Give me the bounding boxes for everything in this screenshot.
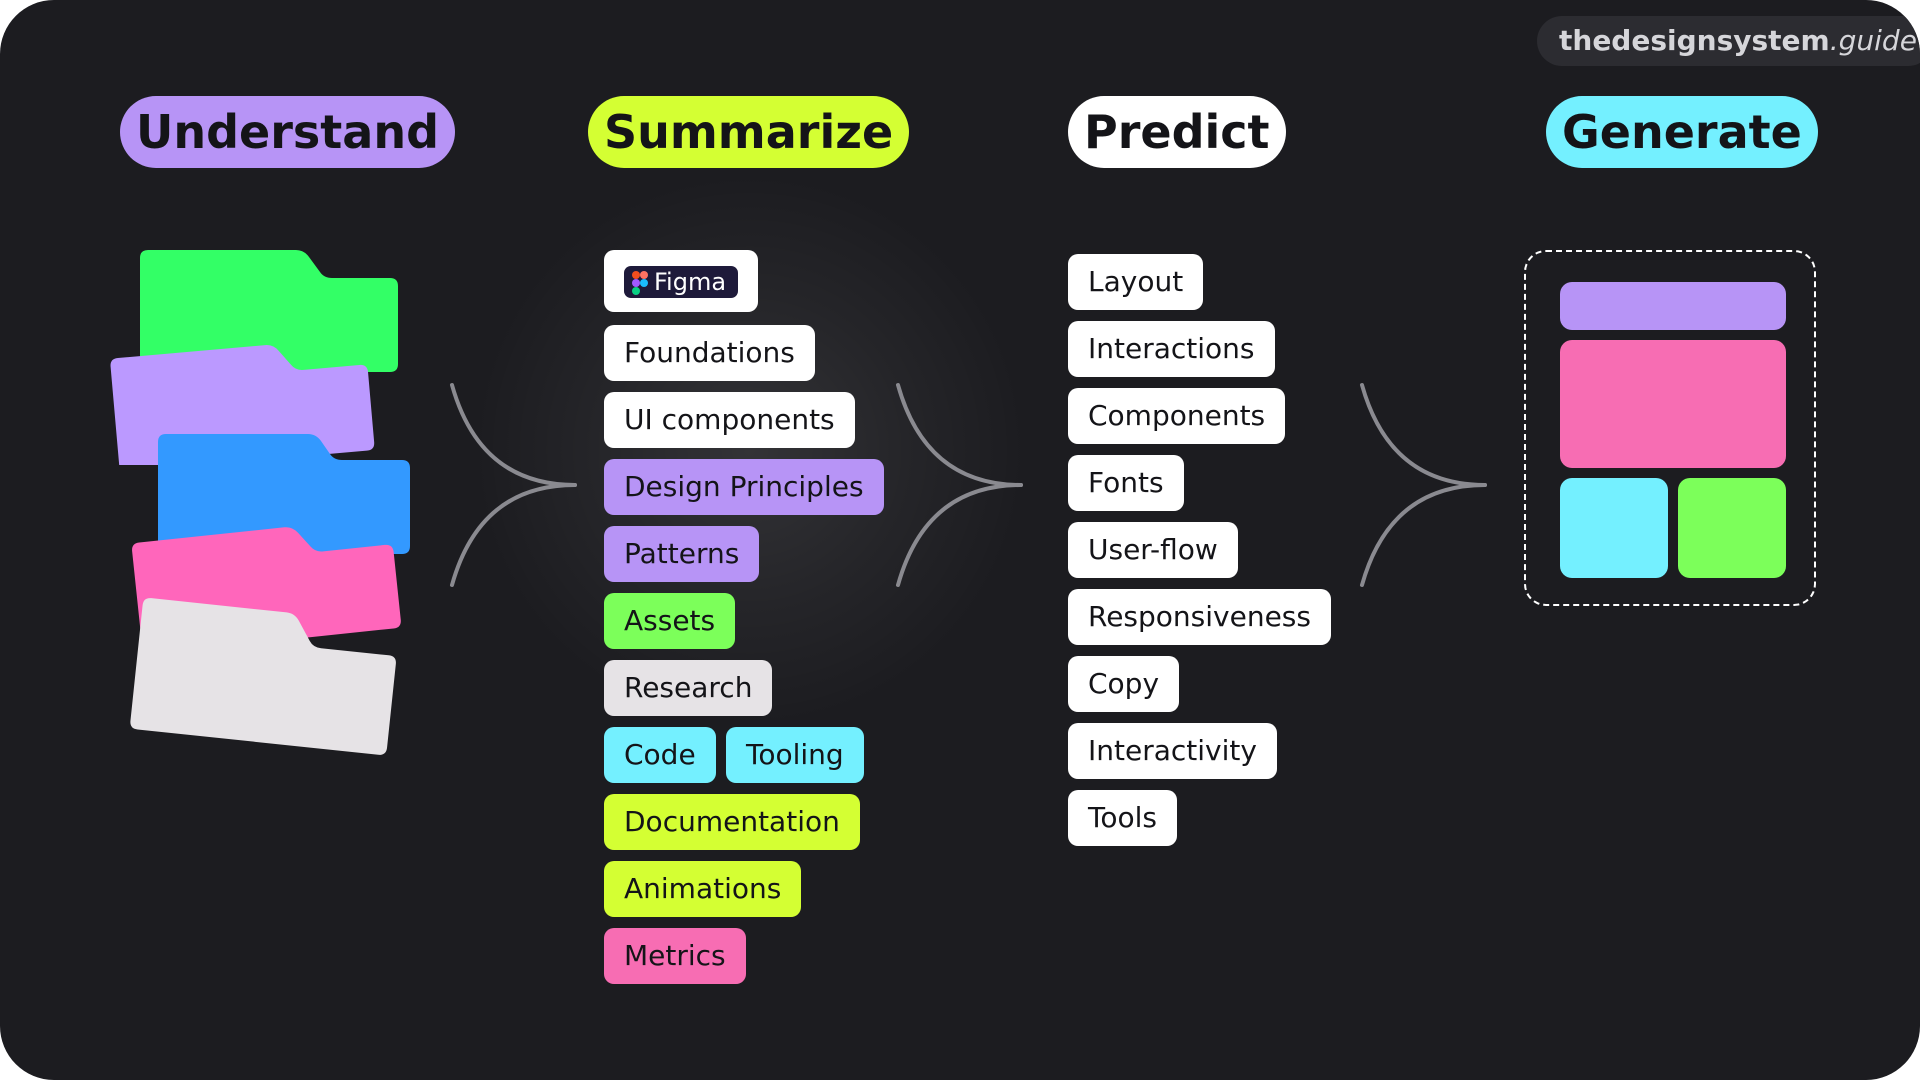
tag-fonts: Fonts <box>1068 455 1184 511</box>
tag-patterns: Patterns <box>604 526 759 582</box>
tag-code: Code <box>604 727 716 783</box>
brand-name: thedesignsystem <box>1559 24 1830 57</box>
tag-responsiveness: Responsiveness <box>1068 589 1331 645</box>
figma-logo-icon <box>632 271 648 295</box>
brand-suffix: .guide <box>1830 24 1917 57</box>
flow-arrow-3 <box>1350 380 1490 590</box>
tag-copy: Copy <box>1068 656 1179 712</box>
stage-understand: Understand <box>120 96 455 168</box>
tag-animations: Animations <box>604 861 801 917</box>
tag-figma: Figma <box>604 250 758 312</box>
tag-user-flow: User-flow <box>1068 522 1238 578</box>
tag-assets: Assets <box>604 593 735 649</box>
generated-card-right <box>1678 478 1786 578</box>
generated-hero-block <box>1560 340 1786 468</box>
tag-documentation: Documentation <box>604 794 860 850</box>
tag-ui-components: UI components <box>604 392 855 448</box>
brand-badge: thedesignsystem.guide <box>1537 16 1920 66</box>
generated-header-block <box>1560 282 1786 330</box>
tag-tools: Tools <box>1068 790 1177 846</box>
flow-arrow-2 <box>886 380 1026 590</box>
generated-layout-frame <box>1524 250 1816 606</box>
tag-tooling: Tooling <box>726 727 864 783</box>
figma-badge: Figma <box>624 266 738 298</box>
tag-design-principles: Design Principles <box>604 459 884 515</box>
stage-generate: Generate <box>1546 96 1818 168</box>
stage-predict: Predict <box>1068 96 1286 168</box>
tag-layout: Layout <box>1068 254 1203 310</box>
tag-metrics: Metrics <box>604 928 746 984</box>
tag-interactions: Interactions <box>1068 321 1275 377</box>
flow-arrow-1 <box>440 380 580 590</box>
folder-icon-gray <box>130 595 410 755</box>
stage-summarize: Summarize <box>588 96 909 168</box>
figma-label: Figma <box>654 268 726 296</box>
tag-components: Components <box>1068 388 1285 444</box>
tag-foundations: Foundations <box>604 325 815 381</box>
tag-research: Research <box>604 660 772 716</box>
generated-card-left <box>1560 478 1668 578</box>
tag-interactivity: Interactivity <box>1068 723 1277 779</box>
